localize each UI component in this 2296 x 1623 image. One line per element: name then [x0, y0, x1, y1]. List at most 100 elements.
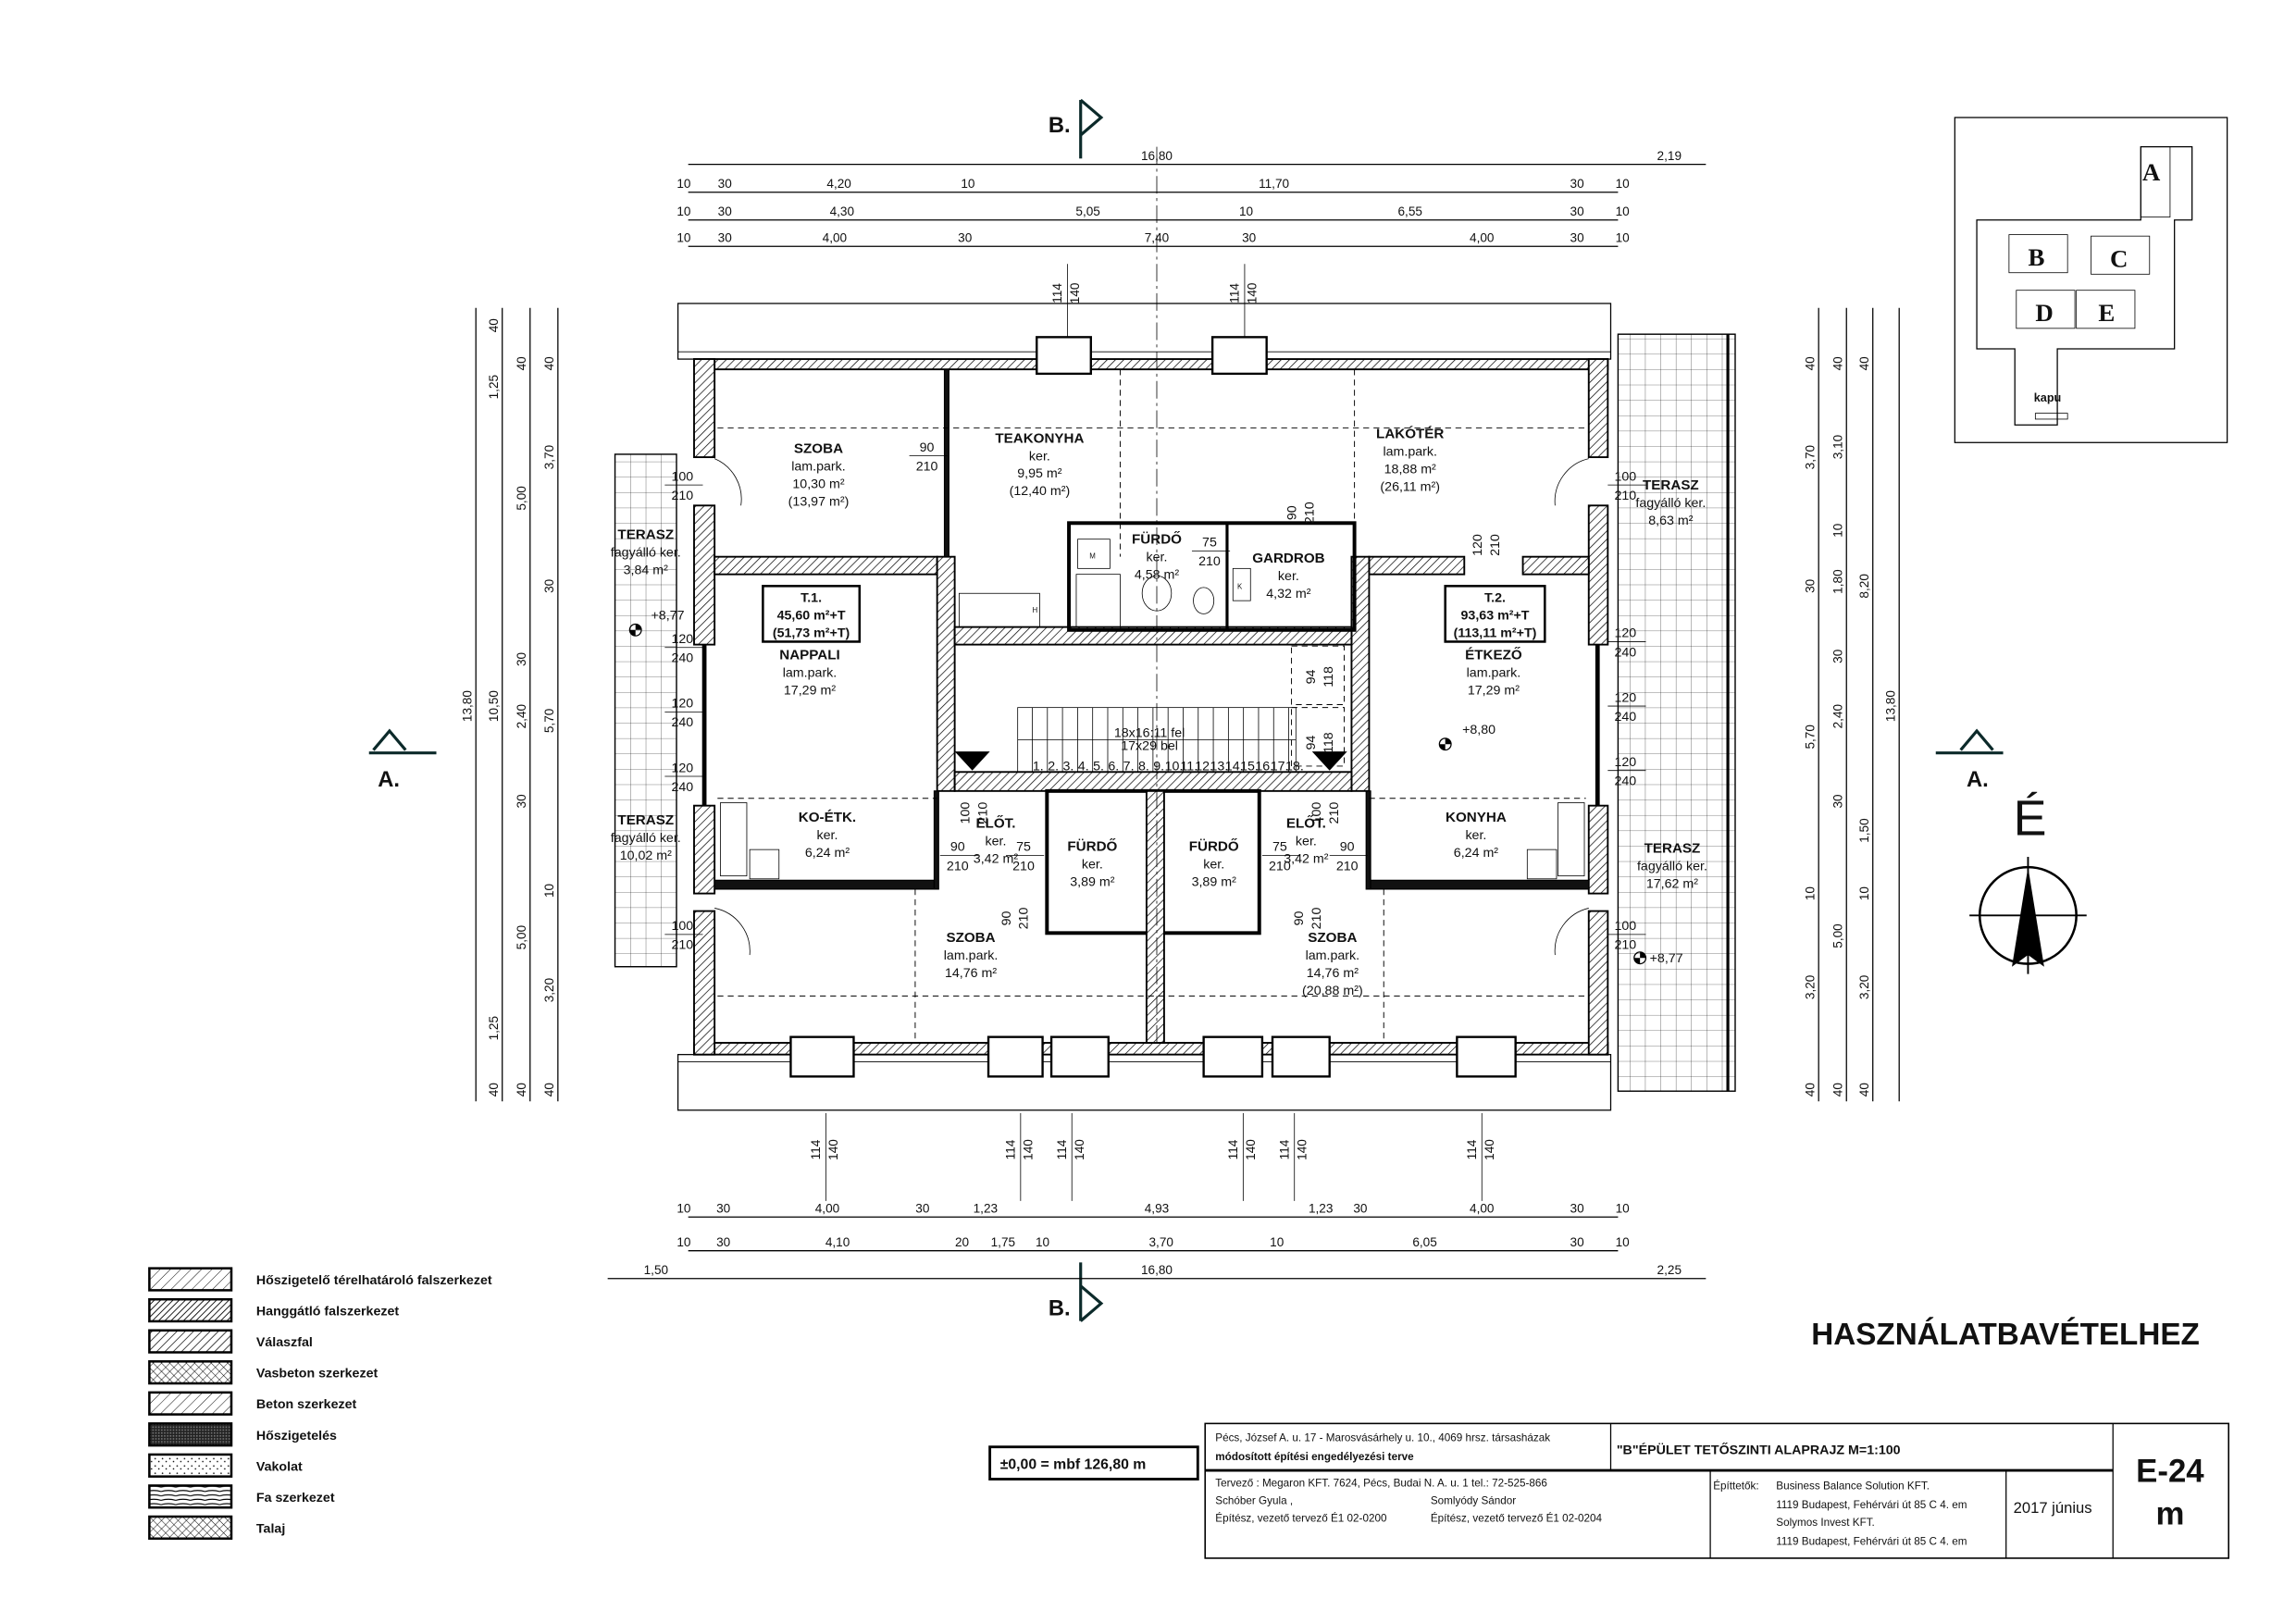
- roof-eave-top: [676, 303, 1612, 360]
- project-line2: módosított építési engedélyezési terve: [1215, 1451, 1414, 1463]
- unit-box-t2: [1444, 585, 1546, 643]
- dimension-value: 30: [718, 177, 733, 191]
- dimension-value: 20: [955, 1235, 970, 1249]
- door-height-label: 210: [1309, 908, 1324, 930]
- stair-step-number: 9.: [1153, 760, 1164, 774]
- door-width-label: 90: [950, 840, 965, 855]
- dimension-value: 16,80: [1141, 1263, 1173, 1277]
- room-floor-finish: ker.: [1296, 834, 1317, 849]
- door-height-label: 210: [1327, 802, 1342, 824]
- stair-step-number: 3.: [1062, 760, 1074, 774]
- door-width-label: 120: [671, 697, 693, 712]
- window-height-label: 114: [1465, 1139, 1479, 1159]
- door-height-label: 210: [1302, 502, 1317, 524]
- dimension-value: 10: [1616, 230, 1631, 244]
- window-height-label: 114: [1277, 1139, 1291, 1159]
- dimension-value: 30: [718, 230, 733, 244]
- room-name: LAKÓTÉR: [1376, 426, 1444, 442]
- stair-step-number: 8.: [1138, 760, 1149, 774]
- legend-label: Beton szerkezet: [256, 1397, 357, 1412]
- door-width-label: 120: [671, 632, 693, 647]
- door-height-label: 240: [671, 715, 693, 730]
- door-width-label: 100: [1309, 802, 1324, 824]
- dimension-value: 4,00: [1470, 1202, 1495, 1216]
- room-area: 14,76 m²: [945, 966, 997, 981]
- level-marker-icon: [1438, 737, 1452, 751]
- unit-box-t1: [762, 585, 862, 643]
- legend-swatch: [148, 1453, 233, 1478]
- drawing-title: "B"ÉPÜLET TETŐSZINTI ALAPRAJZ M=1:100: [1617, 1442, 1901, 1458]
- room-area: 18,88 m²: [1384, 462, 1436, 477]
- section-marker-a-right: A.: [1935, 728, 2004, 792]
- door-height-label: 210: [1017, 908, 1032, 930]
- key-gate-label: kapu: [2034, 391, 2062, 404]
- room-floor-finish: ker.: [985, 834, 1006, 849]
- room-floor-finish: ker.: [1082, 858, 1103, 873]
- site-key-plan: A B C D E kapu: [1954, 117, 2228, 443]
- door-height-label: 210: [1012, 859, 1035, 873]
- dimension-value: 4,20: [826, 177, 851, 191]
- room-name: NAPPALI: [779, 647, 839, 663]
- stair-step-number: 6.: [1108, 760, 1119, 774]
- client2: Solymos Invest KFT.: [1776, 1517, 1875, 1529]
- room-gross-area: (13,97 m²): [788, 494, 850, 509]
- dimension-value: 10: [1831, 523, 1844, 538]
- room-name: GARDROB: [1252, 551, 1324, 566]
- door-height-label: 240: [1614, 710, 1636, 725]
- dimension-value: 10: [676, 1202, 691, 1216]
- room-name: KONYHA: [1446, 810, 1507, 825]
- room-gross-area: (20,88 m²): [1302, 984, 1363, 998]
- dimension-value: 5,00: [515, 924, 528, 949]
- dimension-value: 4,93: [1145, 1202, 1169, 1216]
- door-width-label: 120: [1614, 755, 1636, 770]
- room-name: SZOBA: [794, 440, 843, 456]
- project-line1: Pécs, József A. u. 17 - Marosvásárhely u…: [1215, 1431, 1550, 1443]
- window-sill-label: 140: [1246, 282, 1260, 304]
- roof-window: [789, 1035, 855, 1078]
- level-marker-icon: [628, 623, 642, 637]
- dimension-value: 30: [1803, 578, 1817, 593]
- dimension-value: 3,70: [1803, 444, 1817, 469]
- dimension-value: 6,05: [1412, 1235, 1436, 1249]
- door-width-label: 100: [1614, 919, 1636, 934]
- stair-arrow-icon: [1311, 751, 1347, 771]
- window-sill-label: 140: [1022, 1139, 1036, 1160]
- door-width-label: 120: [1471, 534, 1485, 556]
- door-width-label: 90: [1292, 911, 1307, 926]
- architect1-role: Építész, vezető tervező É1 02-0200: [1215, 1512, 1387, 1524]
- window-height-label: 114: [1050, 283, 1064, 304]
- door-height-label: 210: [975, 802, 990, 824]
- room-name: TERASZ: [1643, 477, 1699, 493]
- dimension-value: 1,80: [1831, 569, 1844, 594]
- dimension-value: 40: [1803, 1083, 1817, 1097]
- dimension-value: 2,40: [1831, 703, 1844, 728]
- architect1-name: Schóber Gyula ,: [1215, 1494, 1293, 1506]
- dimension-value: 30: [1570, 177, 1585, 191]
- room-floor-finish: lam.park.: [791, 459, 846, 474]
- dimension-value: 4,00: [823, 230, 848, 244]
- room-name: FÜRDŐ: [1132, 530, 1182, 547]
- stair-step-number: 4.: [1078, 760, 1089, 774]
- door-width-label: 120: [671, 761, 693, 775]
- dimension-value: 10: [676, 177, 691, 191]
- dimension-value: 4,30: [830, 204, 855, 218]
- door-width-label: 90: [920, 440, 935, 455]
- sheet-suffix: m: [2155, 1496, 2184, 1532]
- room-area: 4,58 m²: [1135, 567, 1180, 582]
- dimension-value: 1,50: [644, 1263, 669, 1277]
- dimension-value: 10: [1803, 886, 1817, 901]
- dimension-value: 2,40: [515, 703, 528, 728]
- window-sill-label: 140: [1244, 1139, 1258, 1160]
- designer-line: Tervező : Megaron KFT. 7624, Pécs, Budai…: [1215, 1477, 1547, 1489]
- window-height-label: 114: [1004, 1139, 1018, 1159]
- section-label: B.: [1049, 1296, 1071, 1320]
- stair-step-number: 5.: [1093, 760, 1104, 774]
- stair-arrow-icon: [954, 751, 990, 771]
- door-width-label: 94: [1304, 736, 1319, 750]
- dimension-value: 40: [542, 356, 556, 371]
- door-width-label: 120: [1614, 626, 1636, 641]
- dimension-value: 30: [1831, 794, 1844, 809]
- dimension-value: 10: [542, 883, 556, 898]
- legend-swatch: [148, 1484, 233, 1509]
